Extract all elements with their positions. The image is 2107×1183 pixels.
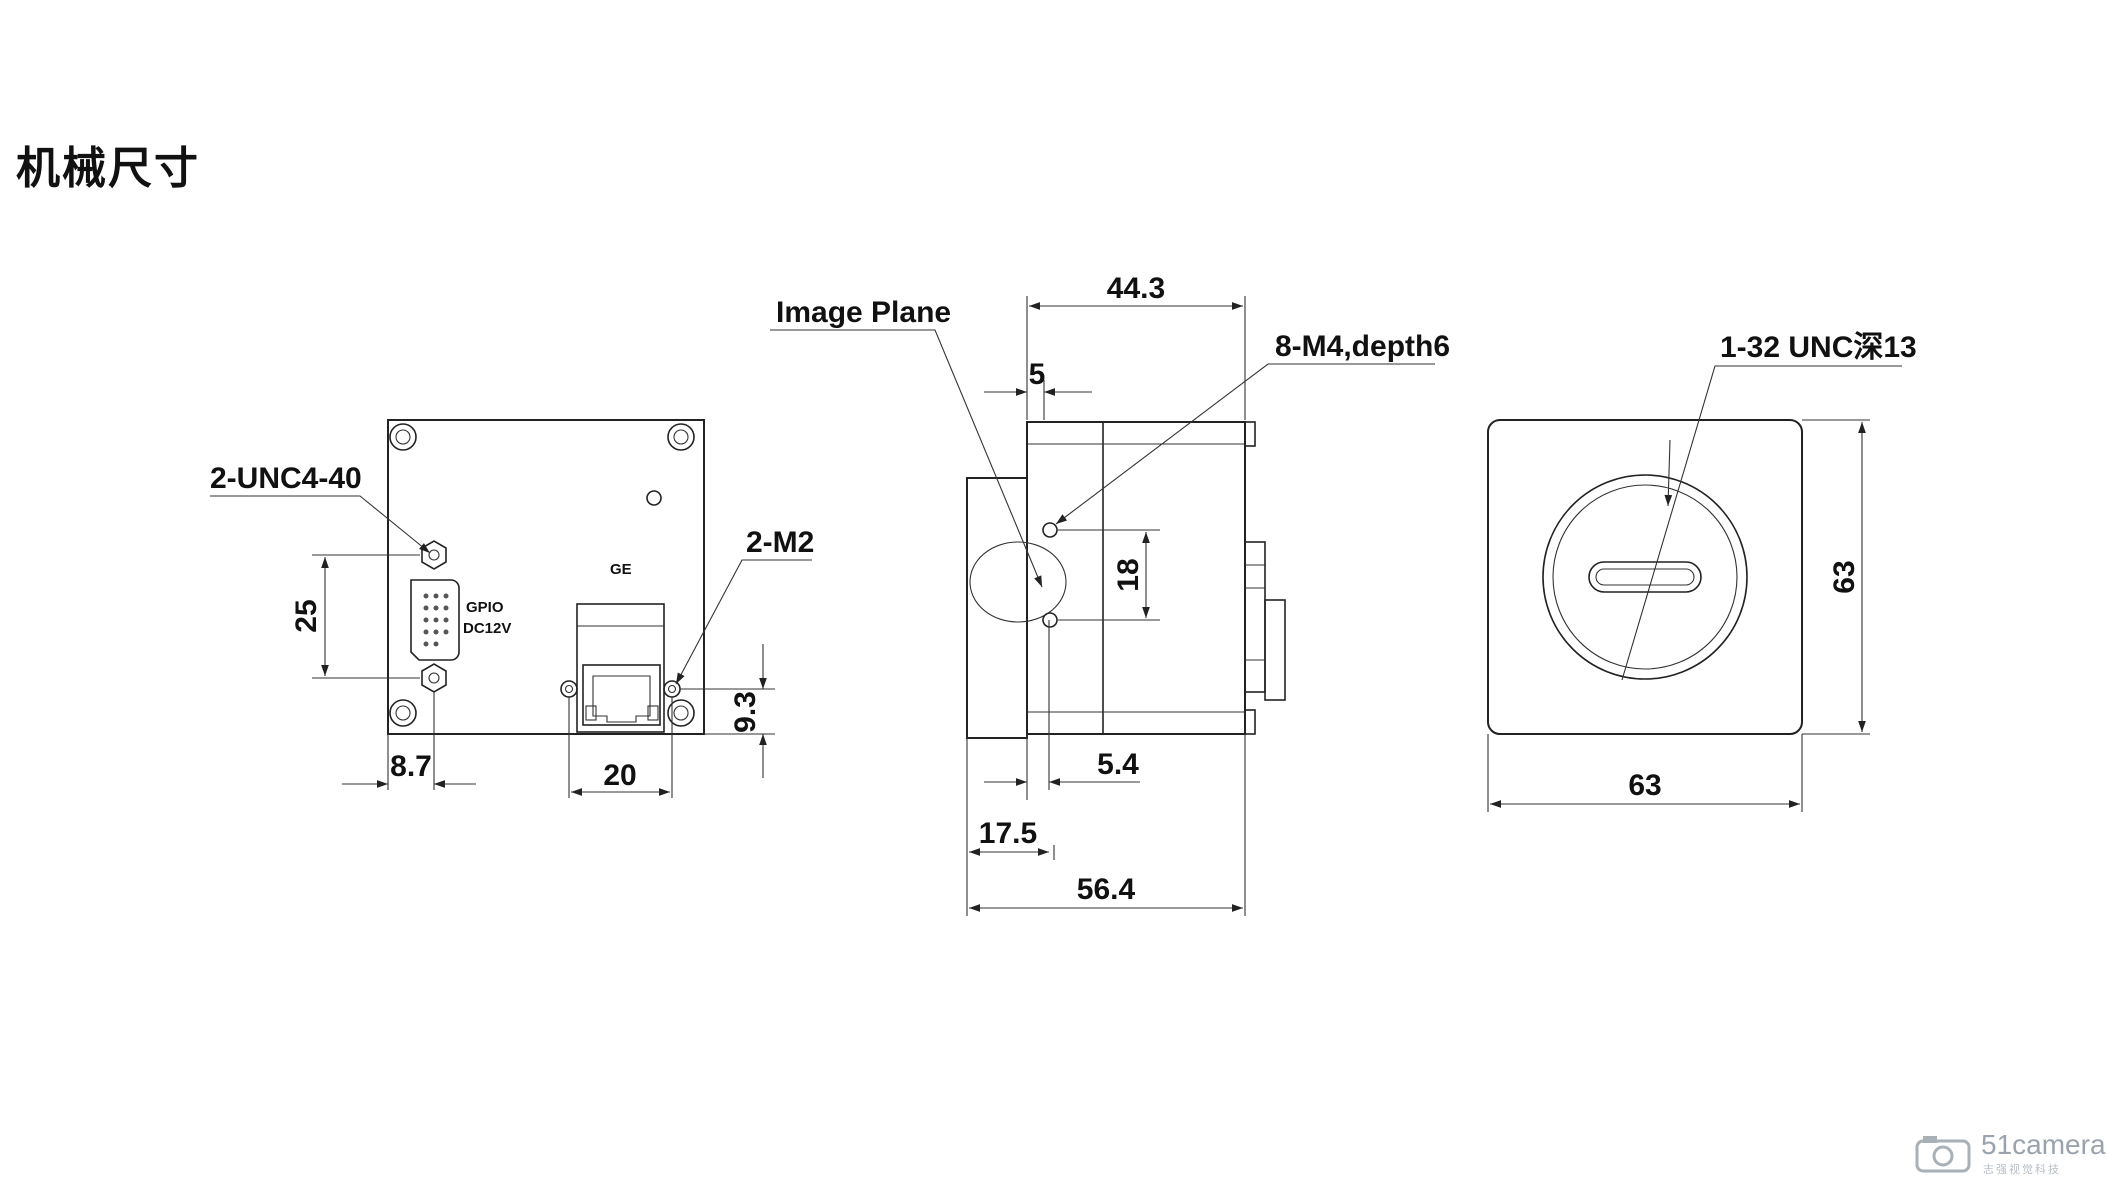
back-view: GPIO DC12V GE 25 8.7 20 xyxy=(210,419,814,798)
back-view-body xyxy=(387,419,705,735)
watermark-brand: 51camera xyxy=(1981,1129,2106,1160)
m4-hole xyxy=(1042,522,1058,538)
image-sensor xyxy=(969,541,1067,623)
gpio-connector xyxy=(410,540,460,693)
corner-screw xyxy=(667,423,695,451)
mount-flange xyxy=(1542,474,1748,680)
hex-standoff xyxy=(421,663,447,693)
callout-m2: 2-M2 xyxy=(746,526,814,559)
side-body xyxy=(1026,421,1246,735)
watermark-subtitle: 志强视觉科技 xyxy=(1983,1163,2061,1176)
dim-17-5: 17.5 xyxy=(979,817,1037,850)
dim-5-4: 5.4 xyxy=(1097,748,1139,781)
dim-44-3: 44.3 xyxy=(1107,272,1165,305)
front-body xyxy=(1487,419,1803,735)
gpio-label: GPIO xyxy=(466,599,504,616)
dim-63-height: 63 xyxy=(1828,560,1861,593)
watermark: 51camera 志强视觉科技 xyxy=(1911,1127,2106,1177)
dim-63-width: 63 xyxy=(1628,769,1661,802)
dim-20: 20 xyxy=(603,759,636,792)
page-title: 机械尺寸 xyxy=(16,143,200,194)
corner-screw xyxy=(389,699,417,727)
m4-hole xyxy=(1042,612,1058,628)
dim-18: 18 xyxy=(1112,558,1145,591)
tripod-slot xyxy=(1588,561,1702,593)
hex-standoff xyxy=(421,540,447,570)
status-led xyxy=(646,490,662,506)
front-view: 63 63 1-32 UNC深13 xyxy=(1487,331,1917,812)
dc12v-label: DC12V xyxy=(463,620,511,637)
camera-logo-icon xyxy=(1915,1136,1971,1173)
callout-unc4-40: 2-UNC4-40 xyxy=(210,462,362,495)
corner-screw xyxy=(389,423,417,451)
corner-screw xyxy=(667,699,695,727)
callout-m4: 8-M4,depth6 xyxy=(1275,330,1450,363)
dim-9-3: 9.3 xyxy=(729,691,762,733)
dim-8-7: 8.7 xyxy=(390,750,432,783)
lens-mount xyxy=(966,477,1028,739)
dim-5: 5 xyxy=(1029,358,1046,391)
side-view: 44.3 5 18 5.4 17.5 56.4 Image Plane 8-M4… xyxy=(770,272,1450,916)
ethernet-port xyxy=(560,603,681,733)
dim-56-4: 56.4 xyxy=(1077,873,1136,906)
callout-thread: 1-32 UNC深13 xyxy=(1720,331,1917,364)
dim-25: 25 xyxy=(290,599,323,632)
ge-label: GE xyxy=(610,561,632,578)
callout-image-plane: Image Plane xyxy=(776,296,951,329)
